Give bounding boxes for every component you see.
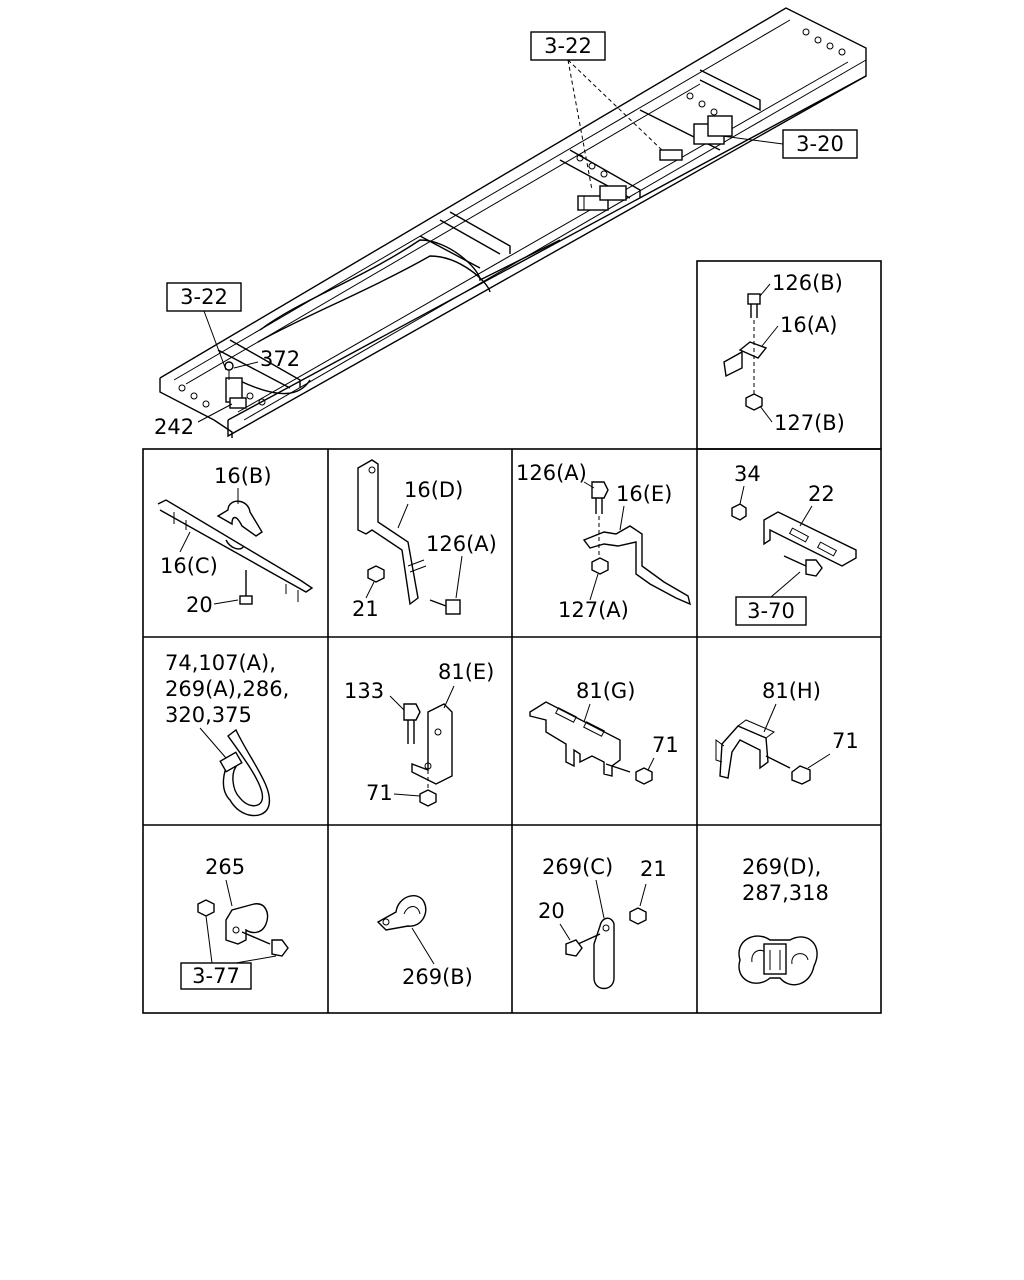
label-127b: 127(B) [774,411,845,435]
label-22: 22 [808,482,835,506]
label-16e: 16(E) [616,482,672,506]
ref-box-3-20 [782,129,858,159]
cell-bracket-81g: 81(G) 71 [529,679,679,785]
label-287-318: 287,318 [742,881,829,905]
cell-clip-265: 265 3-77 [180,855,289,990]
cell-bracket-16e: 126(A) 16(E) 127(A) [516,461,692,622]
label-265: 265 [205,855,245,879]
ref-box-3-22-left [166,282,242,312]
label-21-c: 21 [640,857,667,881]
label-71-h: 71 [832,729,859,753]
label-16d: 16(D) [404,478,463,502]
label-269b: 269(B) [402,965,473,989]
chassis-frame-drawing: 3-22 3-20 3-22 372 242 [154,7,867,439]
label-20-c: 20 [538,899,565,923]
label-126a-d: 126(A) [426,532,497,556]
label-71-g: 71 [652,733,679,757]
ref-box-3-22-top [530,31,606,61]
cell-bracket-22: 34 22 3-70 [731,462,857,626]
label-81h: 81(H) [762,679,821,703]
ref-3-22-top: 3-22 [544,34,592,58]
ref-3-70: 3-70 [747,599,795,623]
label-126b: 126(B) [772,271,843,295]
cell-bracket-16a: 126(B) 16(A) 127(B) [723,271,845,435]
label-tie-line1: 74,107(A), [165,651,276,675]
parts-grid [142,260,882,1014]
cell-clip-269d: 269(D), 287,318 [738,855,829,986]
label-269c: 269(C) [542,855,613,879]
label-81e: 81(E) [438,660,494,684]
label-16c: 16(C) [160,554,218,578]
label-34: 34 [734,462,761,486]
label-tie-line2: 269(A),286, [165,677,289,701]
ref-box-3-77 [180,962,252,990]
cell-cable-tie: 74,107(A), 269(A),286, 320,375 [165,651,289,817]
cell-clip-269b: 269(B) [376,894,473,989]
label-269d: 269(D), [742,855,821,879]
cell-clip-269c: 269(C) 21 20 [538,855,667,990]
cell-bracket-81h: 81(H) 71 [715,679,859,785]
cell-bracket-16d: 16(D) 126(A) 21 [352,459,497,621]
label-71-e: 71 [366,781,393,805]
label-20: 20 [186,593,213,617]
label-21-d: 21 [352,597,379,621]
ref-3-77: 3-77 [192,964,240,988]
cell-bracket-16b-16c: 16(B) 16(C) 20 [157,464,314,617]
label-242: 242 [154,415,194,439]
ref-box-3-70 [735,596,807,626]
label-16b: 16(B) [214,464,272,488]
label-tie-line3: 320,375 [165,703,252,727]
label-126a-e: 126(A) [516,461,587,485]
label-133: 133 [344,679,384,703]
ref-3-22-left: 3-22 [180,285,228,309]
label-372: 372 [260,347,300,371]
cell-bracket-81e: 133 81(E) 71 [344,660,494,807]
label-127a: 127(A) [558,598,629,622]
label-16a: 16(A) [780,313,837,337]
ref-3-20: 3-20 [796,132,844,156]
label-81g: 81(G) [576,679,635,703]
